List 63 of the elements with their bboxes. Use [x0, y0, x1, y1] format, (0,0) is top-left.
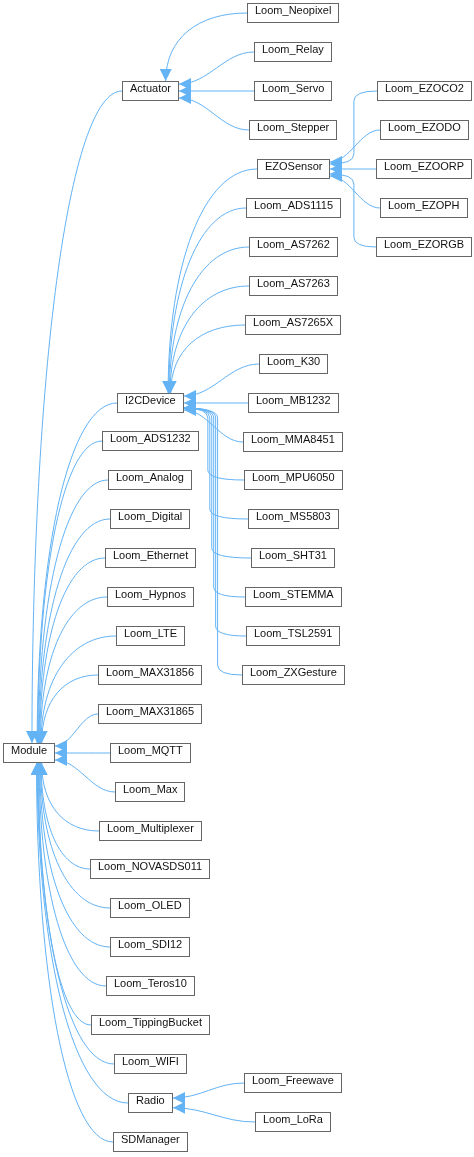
class-box: Loom_MS5803: [248, 509, 339, 529]
class-box: Loom_ADS1232: [102, 431, 199, 451]
class-box: Loom_AS7265X: [245, 315, 342, 335]
class-box: Actuator: [122, 81, 179, 101]
class-box: Loom_SHT31: [251, 548, 335, 568]
class-box: Loom_OLED: [110, 898, 190, 918]
inheritance-arrow: [172, 1102, 256, 1123]
class-box: Loom_Hypnos: [107, 587, 194, 607]
class-box: Loom_EZOPH: [380, 198, 468, 218]
inheritance-arrow: [54, 747, 111, 759]
class-box: Loom_WIFI: [114, 1054, 187, 1074]
class-box: Loom_Digital: [110, 509, 191, 529]
inheritance-arrow: [183, 363, 260, 401]
class-box: Loom_AS7262: [249, 237, 338, 257]
class-box: Loom_NOVASDS011: [90, 859, 211, 879]
inheritance-arrow: [178, 85, 255, 97]
class-box: Loom_MPU6050: [244, 470, 343, 490]
class-box: Loom_Analog: [108, 470, 192, 490]
class-box: Loom_Teros10: [106, 976, 195, 996]
inheritance-arrow: [183, 402, 243, 676]
class-box: Loom_Multiplexer: [99, 821, 202, 841]
inheritance-arrow: [160, 12, 248, 82]
inheritance-arrow: [172, 1082, 245, 1104]
class-box: Loom_TippingBucket: [91, 1015, 210, 1035]
class-box: Radio: [128, 1093, 173, 1113]
inheritance-arrow: [162, 168, 258, 394]
class-box: Loom_AS7263: [249, 276, 338, 296]
inheritance-arrow: [329, 168, 377, 248]
class-box: Loom_Stepper: [249, 120, 338, 140]
class-box: Loom_MAX31856: [98, 665, 203, 685]
class-box: Loom_EZOORP: [376, 159, 473, 179]
class-box: Loom_ZXGesture: [242, 665, 345, 685]
class-box: Loom_MB1232: [248, 393, 339, 413]
class-box: Loom_Ethernet: [105, 548, 197, 568]
class-box: Loom_MAX31865: [98, 704, 203, 724]
inheritance-arrow: [54, 713, 99, 751]
class-box: Module: [3, 743, 56, 763]
class-box: Loom_LoRa: [255, 1112, 331, 1132]
class-box: Loom_EZORGB: [376, 237, 473, 257]
class-box: Loom_ADS1115: [246, 198, 342, 218]
class-box: Loom_MQTT: [110, 743, 191, 763]
inheritance-arrow: [30, 762, 114, 1143]
class-box: SDManager: [113, 1132, 188, 1152]
class-box: EZOSensor: [257, 159, 331, 179]
class-box: Loom_Servo: [254, 81, 333, 101]
class-box: Loom_SDI12: [110, 937, 191, 957]
class-box: Loom_Relay: [254, 42, 332, 62]
class-box: Loom_EZODO: [380, 120, 469, 140]
class-box: Loom_LTE: [116, 626, 185, 646]
class-box: Loom_MMA8451: [243, 432, 343, 452]
inheritance-arrow: [178, 93, 250, 131]
class-box: Loom_K30: [259, 354, 329, 374]
class-box: Loom_STEMMA: [245, 587, 342, 607]
class-box: I2CDevice: [117, 393, 184, 413]
inheritance-arrow: [178, 51, 255, 89]
class-box: Loom_TSL2591: [246, 626, 341, 646]
inheritance-arrow: [26, 90, 123, 744]
class-box: Loom_Neopixel: [247, 3, 340, 23]
inheritance-arrow: [54, 755, 116, 793]
class-box: Loom_Freewave: [244, 1073, 342, 1093]
class-box: Loom_EZOCO2: [377, 81, 472, 101]
class-box: Loom_Max: [115, 782, 186, 802]
inheritance-arrow: [31, 402, 118, 744]
